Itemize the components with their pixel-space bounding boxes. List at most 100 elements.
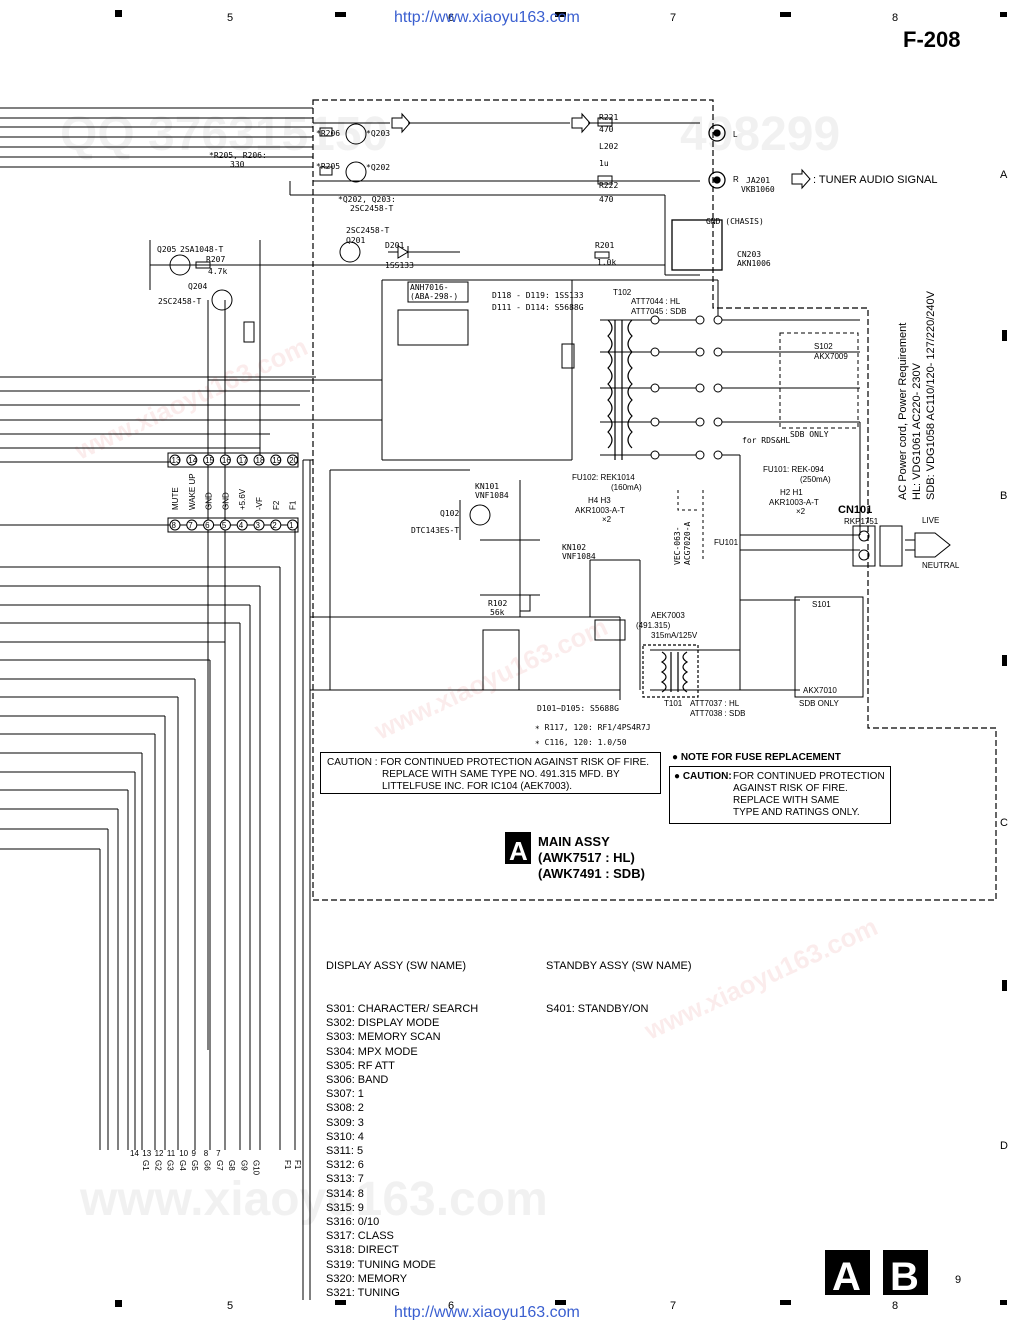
r205-value: 330	[230, 160, 245, 169]
bottom-pin-number: 14	[130, 1149, 139, 1158]
svg-text:470: 470	[599, 195, 614, 204]
row-label-c: C	[1000, 817, 1008, 829]
top-connector-pin-circle	[287, 454, 299, 466]
fuse-line-4: TYPE AND RATINGS ONLY.	[733, 807, 860, 818]
vec-label: VEC-063-	[673, 526, 682, 565]
connector-signal-label: GND	[205, 492, 214, 510]
display-assy-item: S315: 9	[326, 1201, 364, 1214]
col-label-7-bottom: 7	[670, 1300, 676, 1312]
t102-sdb: ATT7045 : SDB	[631, 307, 686, 316]
fuse-note-title: ● NOTE FOR FUSE REPLACEMENT	[672, 752, 841, 763]
fu102-label: FU102: REK1014	[572, 473, 635, 482]
assy-hl: (AWK7517 : HL)	[538, 850, 635, 865]
col-label-8-bottom: 8	[892, 1300, 898, 1312]
svg-text:R: R	[733, 175, 739, 184]
r207-value: 4.7k	[208, 267, 227, 276]
t102-label: T102	[613, 288, 632, 297]
col-label-6-bottom: 6	[448, 1300, 454, 1312]
q102-label: Q102	[440, 509, 459, 518]
display-assy-item: S304: MPX MODE	[326, 1045, 418, 1058]
mid-connector-pin-circle	[253, 519, 265, 531]
svg-text:*R206: *R206	[316, 129, 340, 138]
akr-b-qty: ×2	[796, 507, 806, 516]
corner-b-box	[883, 1250, 928, 1295]
svg-text:R102: R102	[488, 599, 507, 608]
url-bottom[interactable]: http://www.xiaoyu163.com	[394, 1304, 580, 1320]
fu101-tag: FU101	[714, 538, 739, 547]
top-connector-pin-circle	[203, 454, 215, 466]
bottom-pin-number: 10	[179, 1149, 188, 1158]
display-assy-item: S309: 3	[326, 1116, 364, 1129]
col-label-7: 7	[670, 12, 676, 24]
fu101-rating: (250mA)	[800, 475, 831, 484]
mid-connector-pin-circle	[203, 519, 215, 531]
row-label-d: D	[1000, 1140, 1008, 1152]
svg-text:R221: R221	[599, 113, 618, 122]
r117-note: ∗ R117, 120: RF1/4PS4R7J	[535, 723, 651, 732]
mid-connector-pin: 8	[172, 521, 177, 530]
connector-signal-label: F2	[272, 500, 281, 510]
h4-h3-label: H4 H3	[588, 496, 611, 505]
svg-text:L202: L202	[599, 142, 618, 151]
top-connector-pin-circle	[219, 454, 231, 466]
akr-a-label: AKR1003-A-T	[575, 506, 625, 515]
kn102-label: KN102	[562, 543, 586, 552]
svg-text:*Q203: *Q203	[366, 129, 390, 138]
q201-part: 2SC2458-T	[346, 226, 390, 235]
power-hl: HL: VDG1061 AC220- 230V	[911, 362, 923, 500]
r201-label: R201	[595, 241, 614, 250]
tuner-audio-legend: : TUNER AUDIO SIGNAL	[813, 174, 938, 186]
svg-text:1u: 1u	[599, 159, 609, 168]
page-number: 9	[955, 1274, 961, 1286]
bottom-pin-label: G7	[215, 1160, 224, 1171]
mid-connector-pin-circle	[186, 519, 198, 531]
bottom-pin-number: 7	[216, 1149, 221, 1158]
q205-part: 2SA1048-T	[180, 245, 224, 254]
mid-connector-pin-circle	[270, 519, 282, 531]
bottom-pin-number: 13	[142, 1149, 151, 1158]
svg-text:L: L	[733, 130, 738, 139]
bottom-pin-number: 12	[155, 1149, 164, 1158]
bottom-pin-label: G3	[166, 1160, 175, 1171]
corner-a: A	[832, 1255, 861, 1299]
standby-assy-item: S401: STANDBY/ON	[546, 1003, 649, 1016]
col-label-8: 8	[892, 12, 898, 24]
power-sdb: SDB: VDG1058 AC110/120- 127/220/240V	[925, 290, 937, 500]
page-code: F-208	[903, 27, 960, 52]
cn101-label: CN101	[838, 504, 872, 516]
connector-signal-label: +5.6V	[238, 488, 247, 510]
kn102-part: VNF1084	[562, 552, 596, 561]
q204-label: Q204	[188, 282, 207, 291]
display-assy-item: S310: 4	[326, 1130, 364, 1143]
display-assy-item: S317: CLASS	[326, 1230, 394, 1243]
svg-text:*Q202: *Q202	[366, 163, 390, 172]
assy-sdb: (AWK7491 : SDB)	[538, 866, 645, 881]
d111-label: D111 - D114: S5688G	[492, 303, 584, 312]
r201-value: 1.0k	[597, 258, 616, 267]
bottom-pin-label: G9	[239, 1160, 248, 1171]
mid-connector-pin: 2	[272, 521, 277, 530]
bottom-pin-label: G5	[190, 1160, 199, 1171]
aek-value: (491.315)	[636, 621, 671, 630]
fu102-rating: (160mA)	[611, 483, 642, 492]
top-connector-pin-circle	[270, 454, 282, 466]
top-connector-pin-circle	[186, 454, 198, 466]
aek-rating: 315mA/125V	[651, 631, 698, 640]
url-top[interactable]: http://www.xiaoyu163.com	[394, 9, 580, 26]
display-assy-item: S307: 1	[326, 1088, 364, 1101]
fuse-line-1: FOR CONTINUED PROTECTION	[733, 771, 885, 782]
top-connector-pin-circle	[236, 454, 248, 466]
s102-sdb-only: SDB ONLY	[790, 430, 829, 439]
anh-label: ANH7016-	[410, 283, 449, 292]
watermark-main: www.xiaoyu163.com	[79, 1173, 548, 1226]
neutral-label: NEUTRAL	[922, 561, 960, 570]
display-assy-list: DISPLAY ASSY (SW NAME) S301: CHARACTER/ …	[326, 931, 478, 1314]
bottom-pin-number: 9	[192, 1149, 197, 1158]
bottom-pin-label: F1	[283, 1160, 292, 1170]
fuse-line-2: AGAINST RISK OF FIRE.	[733, 783, 848, 794]
mid-connector-pin: 4	[239, 521, 244, 530]
connector-signal-label: F1	[289, 500, 298, 510]
bottom-pin-label: F1	[293, 1160, 302, 1170]
display-assy-item: S314: 8	[326, 1187, 364, 1200]
row-label-a: A	[1000, 169, 1008, 181]
